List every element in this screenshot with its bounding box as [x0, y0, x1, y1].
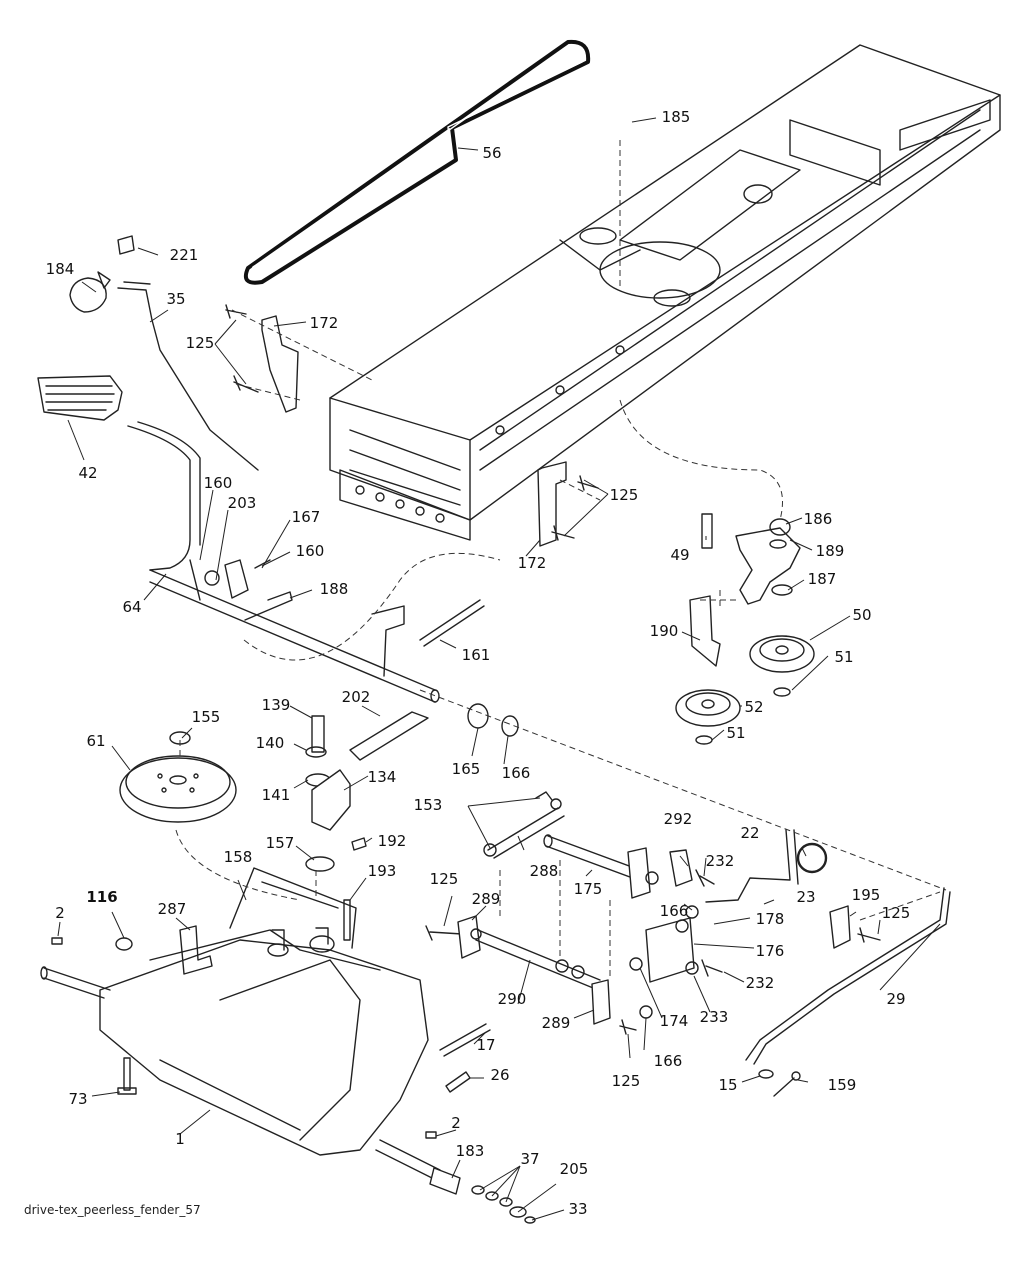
callout-186: 186 — [804, 510, 833, 528]
callout-116: 116 — [86, 888, 117, 906]
diagram-caption: drive-tex_peerless_fender_57 — [24, 1203, 201, 1217]
callout-26: 26 — [490, 1066, 509, 1084]
dashed-routing-lines — [175, 140, 947, 980]
callout-2-right: 2 — [451, 1114, 461, 1132]
callout-287: 287 — [158, 900, 187, 918]
callout-174: 174 — [660, 1012, 689, 1030]
callout-157: 157 — [266, 834, 295, 852]
callout-134: 134 — [368, 768, 397, 786]
callout-73: 73 — [68, 1090, 87, 1108]
callout-160-lower: 160 — [296, 542, 325, 560]
callout-188: 188 — [320, 580, 349, 598]
callout-184: 184 — [46, 260, 75, 278]
callout-141: 141 — [262, 786, 291, 804]
callout-192: 192 — [378, 832, 407, 850]
transaxle-drawing — [40, 867, 536, 1224]
callout-185: 185 — [662, 108, 691, 126]
callout-1: 1 — [175, 1130, 185, 1148]
callout-221: 221 — [170, 246, 199, 264]
callout-125-upper-left: 125 — [186, 334, 215, 352]
drive-belt — [243, 39, 591, 285]
callout-42: 42 — [78, 464, 97, 482]
callout-172-lower: 172 — [518, 554, 547, 572]
callout-17: 17 — [476, 1036, 495, 1054]
frame-drawing — [329, 44, 1001, 541]
callout-166-middle: 166 — [660, 902, 689, 920]
callout-125-frame: 125 — [610, 486, 639, 504]
drive-pulley-drawing — [119, 711, 429, 872]
callout-29: 29 — [886, 990, 905, 1008]
callout-232-upper: 232 — [706, 852, 735, 870]
callout-190: 190 — [650, 622, 679, 640]
callout-176: 176 — [756, 942, 785, 960]
callout-289-upper: 289 — [472, 890, 501, 908]
callout-203: 203 — [228, 494, 257, 512]
callout-289-lower: 289 — [542, 1014, 571, 1032]
callout-193: 193 — [368, 862, 397, 880]
callout-125-linkage: 125 — [430, 870, 459, 888]
pedal-linkage-drawing — [37, 235, 519, 737]
callout-35: 35 — [166, 290, 185, 308]
callout-288: 288 — [530, 862, 559, 880]
callout-159: 159 — [828, 1076, 857, 1094]
callout-64: 64 — [122, 598, 141, 616]
callout-160-upper: 160 — [204, 474, 233, 492]
callout-166-lower: 166 — [654, 1052, 683, 1070]
callout-167: 167 — [292, 508, 321, 526]
callout-205: 205 — [560, 1160, 589, 1178]
shift-linkage-drawing — [425, 791, 951, 1097]
callout-2-left: 2 — [55, 904, 65, 922]
callout-187: 187 — [808, 570, 837, 588]
callout-153: 153 — [414, 796, 443, 814]
callout-183: 183 — [456, 1142, 485, 1160]
callout-290: 290 — [498, 990, 527, 1008]
callout-232-lower: 232 — [746, 974, 775, 992]
callout-178: 178 — [756, 910, 785, 928]
callout-125-lower: 125 — [612, 1072, 641, 1090]
callout-172-upper: 172 — [310, 314, 339, 332]
callout-140: 140 — [256, 734, 285, 752]
callout-292: 292 — [664, 810, 693, 828]
callout-161: 161 — [462, 646, 491, 664]
callout-175: 175 — [574, 880, 603, 898]
callout-labels: 1 2 2 15 17 22 23 26 29 33 35 37 42 49 5… — [46, 108, 911, 1218]
callout-158: 158 — [224, 848, 253, 866]
callout-165: 165 — [452, 760, 481, 778]
callout-37: 37 — [520, 1150, 539, 1168]
callout-202: 202 — [342, 688, 371, 706]
callout-166-upper: 166 — [502, 764, 531, 782]
callout-189: 189 — [816, 542, 845, 560]
callout-51-upper: 51 — [834, 648, 853, 666]
callout-51-lower: 51 — [726, 724, 745, 742]
callout-233: 233 — [700, 1008, 729, 1026]
callout-22: 22 — [740, 824, 759, 842]
callout-49: 49 — [670, 546, 689, 564]
callout-50: 50 — [852, 606, 871, 624]
callout-125-right: 125 — [882, 904, 911, 922]
idler-assembly-drawing — [675, 513, 815, 745]
callout-52: 52 — [744, 698, 763, 716]
callout-139: 139 — [262, 696, 291, 714]
callout-61: 61 — [86, 732, 105, 750]
callout-155: 155 — [192, 708, 221, 726]
callout-195: 195 — [852, 886, 881, 904]
callout-15: 15 — [718, 1076, 737, 1094]
callout-56: 56 — [482, 144, 501, 162]
callout-23: 23 — [796, 888, 815, 906]
callout-33: 33 — [568, 1200, 587, 1218]
callout-leader-lines — [57, 117, 941, 1221]
